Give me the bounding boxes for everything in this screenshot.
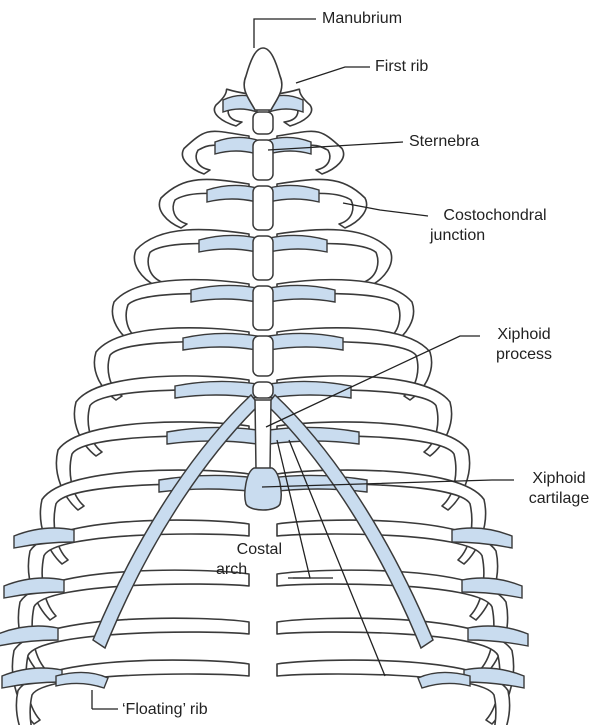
leader-first-rib xyxy=(296,67,370,83)
left-rib-5-cartilage xyxy=(191,285,257,302)
right-rib-6-cartilage xyxy=(269,333,343,350)
label-costal-arch: Costal arch xyxy=(210,540,282,580)
label-costal-arch-line1: Costal xyxy=(210,540,282,560)
sternebra-7 xyxy=(253,382,273,398)
label-sternebra: Sternebra xyxy=(409,132,479,152)
leader-lines xyxy=(92,19,514,709)
label-xiphoid-cartilage-line2: cartilage xyxy=(519,489,599,509)
label-costochondral-junction: Costochondral junction xyxy=(430,206,560,246)
left-rib-7-cartilage xyxy=(175,381,257,398)
right-rib-3-cartilage xyxy=(269,185,319,202)
sternebra-1 xyxy=(253,112,273,134)
sternebra-2 xyxy=(253,140,273,180)
label-xiphoid-process-line1: Xiphoid xyxy=(484,325,564,345)
left-floating-rib xyxy=(56,672,108,688)
label-xiphoid-cartilage: Xiphoid cartilage xyxy=(519,469,599,509)
sternebra-3 xyxy=(253,186,273,230)
label-floating-rib: ‘Floating’ rib xyxy=(122,700,208,720)
sternebra-5 xyxy=(253,286,273,330)
right-rib-2-cartilage xyxy=(269,137,311,154)
right-rib-7-cartilage xyxy=(269,381,351,398)
label-manubrium: Manubrium xyxy=(322,9,402,29)
xiphoid-process xyxy=(255,400,271,470)
label-costochondral-line2: junction xyxy=(430,226,560,246)
left-ribs xyxy=(0,89,257,725)
left-rib-6-cartilage xyxy=(183,333,257,350)
leader-manubrium xyxy=(254,19,316,48)
left-rib-3-cartilage xyxy=(207,185,257,202)
manubrium xyxy=(244,48,282,110)
right-rib-5-cartilage xyxy=(269,285,335,302)
label-xiphoid-cartilage-line1: Xiphoid xyxy=(519,469,599,489)
label-costochondral-line1: Costochondral xyxy=(430,206,560,226)
label-costal-arch-line2: arch xyxy=(210,560,282,580)
label-xiphoid-process-line2: process xyxy=(484,345,564,365)
right-floating-rib xyxy=(418,672,470,688)
right-rib-4-cartilage xyxy=(269,235,327,252)
left-rib-4-cartilage xyxy=(199,235,257,252)
label-first-rib: First rib xyxy=(375,57,428,77)
left-rib-2-cartilage xyxy=(215,137,257,154)
xiphoid-cartilage-shape xyxy=(245,468,281,510)
label-xiphoid-process: Xiphoid process xyxy=(484,325,564,365)
sternebra-6 xyxy=(253,336,273,376)
sternebra-4 xyxy=(253,236,273,280)
